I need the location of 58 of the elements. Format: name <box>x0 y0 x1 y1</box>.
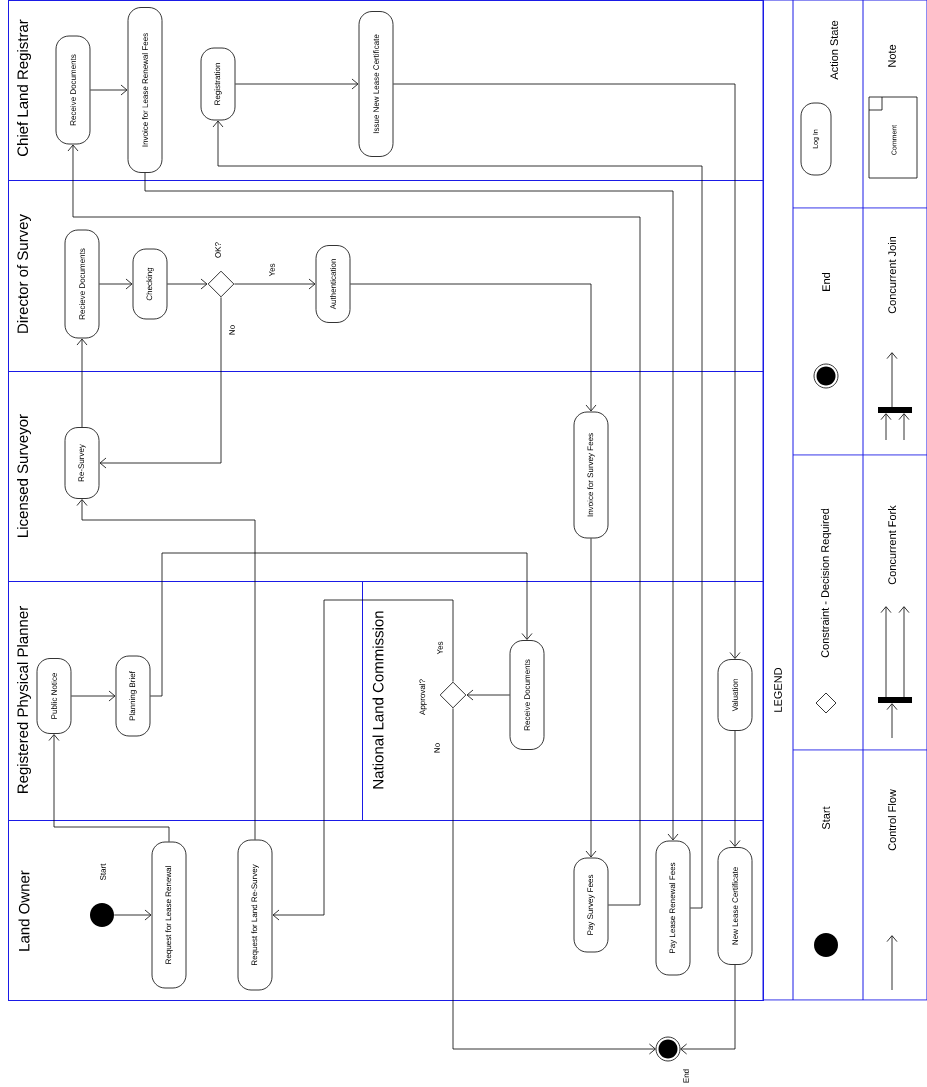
arrow <box>350 283 597 412</box>
action-state: Recieve Documents <box>64 229 100 339</box>
action-state: Receive Documents <box>509 640 545 750</box>
arrow <box>235 78 359 90</box>
arrow <box>680 964 736 1055</box>
action-state: Issue New Lease Certificate <box>358 11 394 157</box>
arrow <box>71 690 116 702</box>
action-state: Authentication <box>315 245 351 323</box>
arrow <box>48 734 170 842</box>
arrow <box>452 708 656 1055</box>
legend-text: Concurrent Join <box>887 236 897 314</box>
arrow <box>144 172 679 841</box>
legend-text: End <box>821 272 831 291</box>
arrow <box>466 689 510 701</box>
action-state: Request for Lease Renewal <box>151 841 187 989</box>
arrow <box>272 599 454 921</box>
arrow <box>67 144 641 906</box>
arrow <box>393 83 741 659</box>
action-state: Valuation <box>717 659 753 731</box>
edge-label: Yes <box>268 262 276 278</box>
arrow <box>113 909 152 921</box>
legend-text: Action State <box>829 20 839 80</box>
arrow <box>585 538 597 858</box>
legend-text: Concurrent Fork <box>887 505 897 585</box>
arrow <box>76 338 88 428</box>
edge-label: No <box>228 323 236 337</box>
action-state: Invoice for Survey Fees <box>573 411 609 539</box>
legend-text: Start <box>822 806 830 830</box>
action-state: New Lease Certificate <box>717 847 753 965</box>
decision-label: OK? <box>215 242 221 258</box>
legend-text: Control Flow <box>887 789 897 851</box>
arrow <box>99 278 133 290</box>
action-state: Invoice for Lease Renewal Fees <box>127 7 163 173</box>
action-state: Receive Documents <box>55 35 91 145</box>
decision-label: Approval? <box>419 679 427 715</box>
arrow <box>729 730 741 847</box>
node-caption: Start <box>100 863 106 881</box>
action-state: Checking <box>132 248 168 320</box>
legend-title: LEGEND <box>774 667 782 712</box>
legend-text: Constraint - Decision Required <box>820 508 832 658</box>
edge-label: No <box>433 741 441 755</box>
arrow <box>76 499 256 840</box>
arrow <box>99 297 222 469</box>
arrow <box>90 84 128 96</box>
arrow <box>167 278 208 290</box>
arrow <box>150 552 533 697</box>
legend-text: Note <box>888 44 896 67</box>
arrow <box>212 120 703 909</box>
arrow <box>234 278 316 290</box>
action-state: Public Notice <box>36 658 72 734</box>
edge-label: Yes <box>436 640 444 656</box>
action-state: Pay Survey Fees <box>573 857 609 953</box>
action-state: Re-Survey <box>64 427 100 499</box>
node-caption: End <box>683 1069 689 1083</box>
action-state: Pay Lease Renewal Fees <box>655 840 691 976</box>
action-state: Planning Brief <box>115 655 151 737</box>
action-state: Request for Land Re-Survey <box>237 839 273 991</box>
action-state: Registration <box>200 47 236 121</box>
